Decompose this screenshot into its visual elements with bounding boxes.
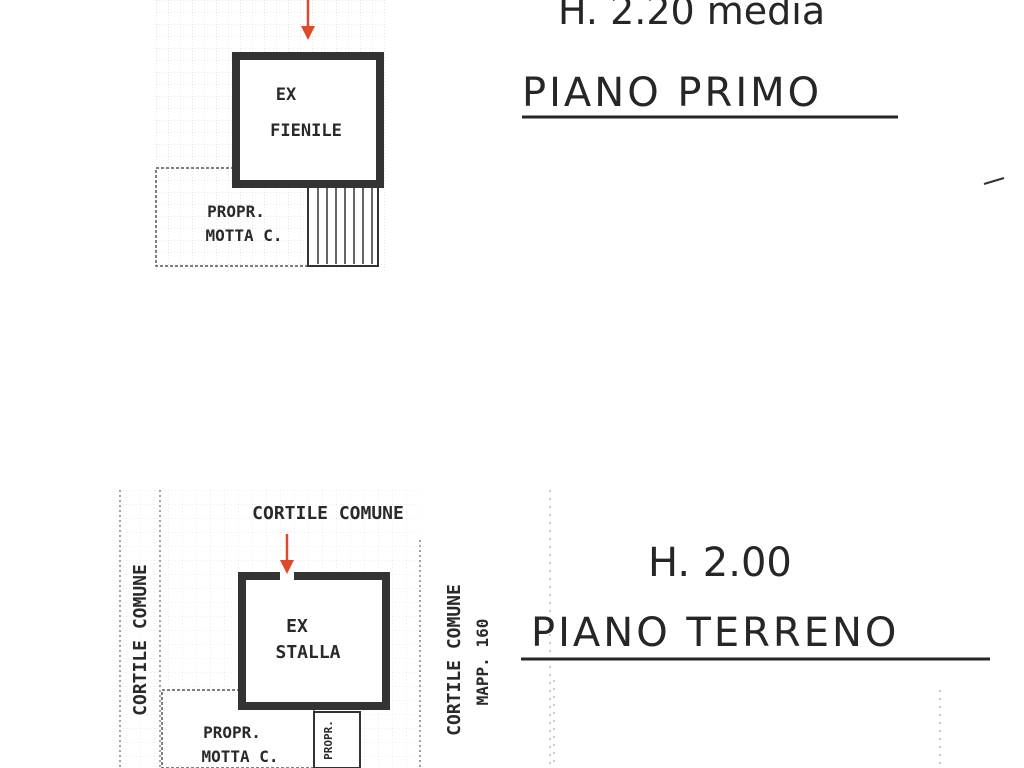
courtyard-right-label: CORTILE COMUNE <box>444 584 465 736</box>
room-label-stalla: STALLA <box>275 642 340 663</box>
neighbor-label-propr: PROPR. <box>203 723 261 742</box>
small-neighbor-label: PROPR. <box>322 720 335 760</box>
doorway <box>280 571 294 581</box>
first-floor-plan: EX FIENILE PROPR. MOTTA C. <box>155 0 385 272</box>
stalla-room-walls <box>238 572 390 710</box>
staircase <box>307 185 379 267</box>
courtyard-top-label: CORTILE COMUNE <box>252 503 404 524</box>
fienile-room-walls <box>232 52 384 188</box>
entry-arrow <box>301 0 315 40</box>
room-label-ex: EX <box>286 616 308 637</box>
ground-floor-plan: CORTILE COMUNE CORTILE COMUNE CORTILE CO… <box>119 490 551 768</box>
ground-floor-height: H. 2.00 <box>648 540 792 586</box>
neighbor-label-motta: MOTTA C. <box>201 747 278 766</box>
neighbor-label-propr: PROPR. <box>207 202 265 221</box>
small-neighbor-block <box>313 711 361 768</box>
neighbor-label-motta: MOTTA C. <box>205 226 282 245</box>
courtyard-left-label: CORTILE COMUNE <box>130 564 151 716</box>
ground-floor-title: PIANO TERRENO <box>531 610 899 656</box>
room-label-ex: EX <box>276 85 297 105</box>
first-floor-height: H. 2.20 media <box>558 0 825 33</box>
first-floor-title: PIANO PRIMO <box>522 70 822 116</box>
room-label-fienile: FIENILE <box>270 121 342 141</box>
mapp-label: MAPP. 160 <box>473 619 492 706</box>
stray-mark <box>983 177 1005 185</box>
entry-arrow <box>280 534 294 574</box>
